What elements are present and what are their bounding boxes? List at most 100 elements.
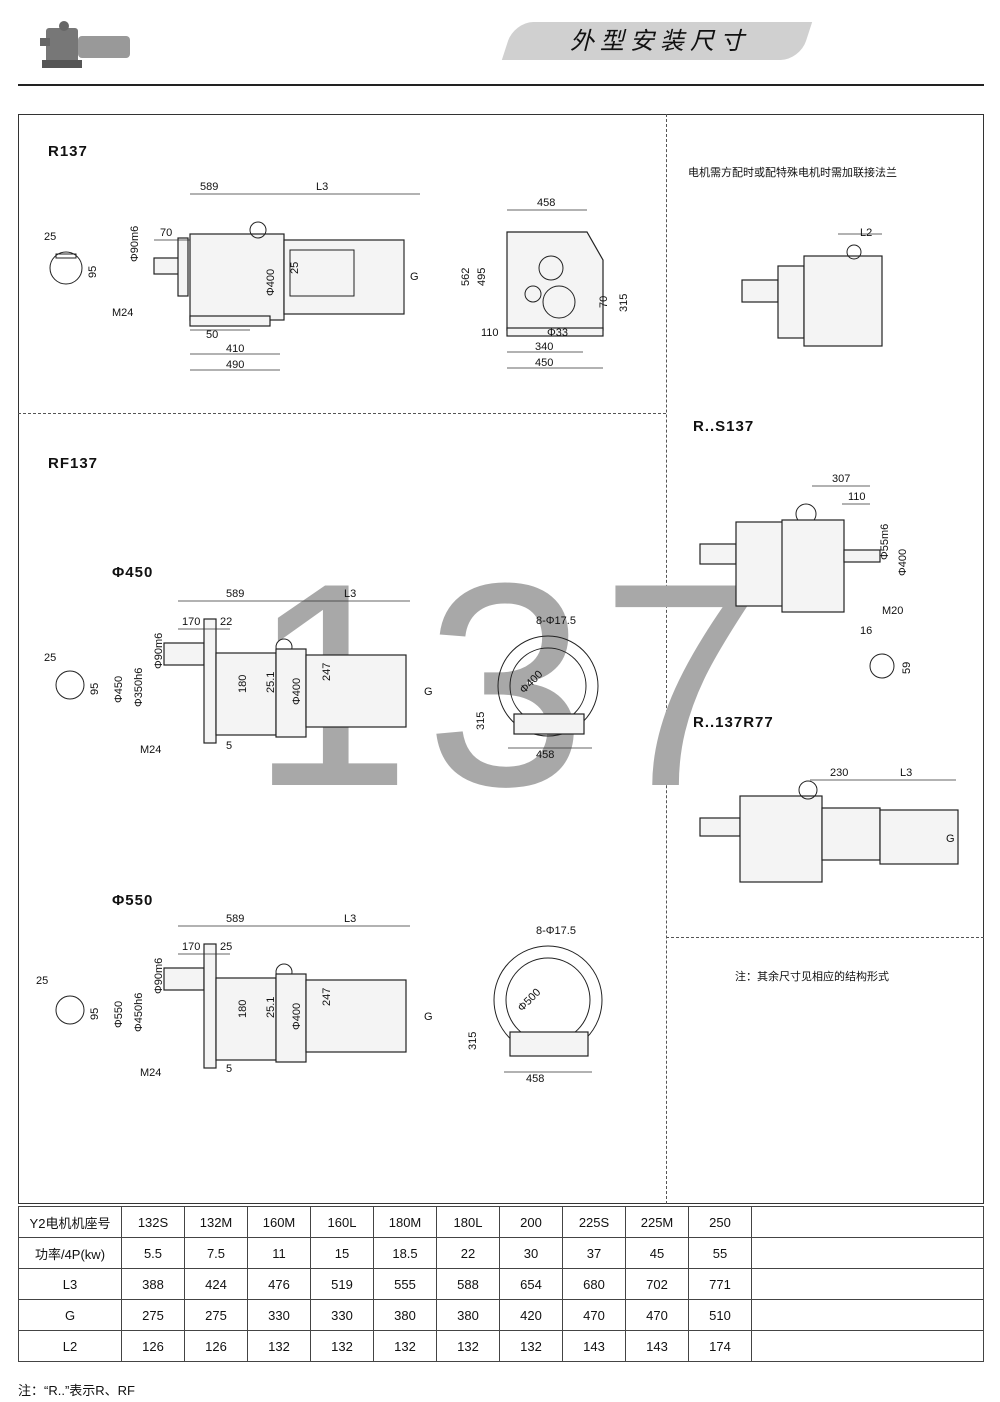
table-cell: 225S <box>562 1206 626 1238</box>
table-cell-blank <box>751 1237 984 1269</box>
dim-r137e-340: 340 <box>535 341 553 353</box>
dim-r137e-458: 458 <box>537 197 555 209</box>
drawing-r137-side: 589 L3 70 Φ90m6 25 Φ400 G M24 50 410 490… <box>44 181 420 371</box>
dim-r137e-562: 562 <box>460 268 472 286</box>
table-cell: 132 <box>310 1330 374 1362</box>
dim-r137e-315: 315 <box>618 294 630 312</box>
variant-title-550: Φ550 <box>112 892 154 909</box>
dim-rf450-pcd: Φ400 <box>518 668 546 696</box>
table-cell: 250 <box>688 1206 752 1238</box>
table-cell: 174 <box>688 1330 752 1362</box>
frame-divider-left-mid <box>18 413 666 414</box>
table-cell: 11 <box>247 1237 311 1269</box>
dim-rs137-16: 16 <box>860 625 872 637</box>
table-cell: 143 <box>625 1330 689 1362</box>
drawing-r137r77: 230 L3 G <box>699 767 959 883</box>
table-cell: 476 <box>247 1268 311 1300</box>
dim-rf450-phi350: Φ350h6 <box>133 668 145 707</box>
dim-rf450-key95: 95 <box>89 683 101 695</box>
row-header: G <box>18 1299 122 1331</box>
table-cell: 588 <box>436 1268 500 1300</box>
table-cell: 654 <box>499 1268 563 1300</box>
row-header: L3 <box>18 1268 122 1300</box>
table-cell: 15 <box>310 1237 374 1269</box>
drawing-flange-adapter: L2 <box>741 227 883 347</box>
dim-rs137-phi400: Φ400 <box>897 549 909 576</box>
table-cell: 160M <box>247 1206 311 1238</box>
table-cell: 275 <box>184 1299 248 1331</box>
section-title-rf137: RF137 <box>48 455 99 472</box>
dim-rf550-25-1: 25.1 <box>265 997 277 1018</box>
header-banner-title: 外型安装尺寸 <box>570 27 750 55</box>
table-cell: 126 <box>121 1330 185 1362</box>
dim-r137-phi400: Φ400 <box>265 269 277 296</box>
row-header: Y2电机机座号 <box>18 1206 122 1238</box>
dim-r137e-450: 450 <box>535 357 553 369</box>
table-cell: 160L <box>310 1206 374 1238</box>
table-cell: 420 <box>499 1299 563 1331</box>
dim-r137-589: 589 <box>200 181 218 193</box>
drawing-rf550-end: 8-Φ17.5 Φ500 315 458 <box>467 925 603 1085</box>
drawing-rf450-end: 8-Φ17.5 Φ400 315 458 <box>475 615 599 761</box>
dim-rf550-pcd: Φ500 <box>516 986 544 1014</box>
section-title-r137r77: R..137R77 <box>693 714 774 731</box>
note-motor-flange: 电机需方配时或配特殊电机时需加联接法兰 <box>688 167 897 179</box>
dim-rs137-59: 59 <box>901 662 913 674</box>
table-cell: 55 <box>688 1237 752 1269</box>
table-cell: 180L <box>436 1206 500 1238</box>
dim-rf450-247: 247 <box>321 663 333 681</box>
dim-rf550-holes: 8-Φ17.5 <box>536 925 576 937</box>
dim-rf550-M24: M24 <box>140 1067 161 1079</box>
dim-rs137-307: 307 <box>832 473 850 485</box>
dim-rf450-5: 5 <box>226 740 232 752</box>
dim-rf550-25: 25 <box>220 941 232 953</box>
table-cell: 45 <box>625 1237 689 1269</box>
dim-r137-phi90: Φ90m6 <box>129 226 141 262</box>
dim-r137e-110: 110 <box>481 327 499 339</box>
table-cell: 470 <box>625 1299 689 1331</box>
table-cell-blank <box>751 1206 984 1238</box>
dim-r137-G: G <box>410 271 419 283</box>
dim-rs137-110: 110 <box>848 491 866 503</box>
dim-rf550-phi550: Φ550 <box>113 1001 125 1028</box>
table-cell: 275 <box>121 1299 185 1331</box>
dim-rf450-170: 170 <box>182 616 200 628</box>
dim-r137-410: 410 <box>226 343 244 355</box>
dim-rf550-phi450: Φ450h6 <box>133 993 145 1032</box>
section-title-rs137: R..S137 <box>693 418 755 435</box>
dim-rf450-G: G <box>424 686 433 698</box>
dim-rf450-589: 589 <box>226 588 244 600</box>
table-cell: 30 <box>499 1237 563 1269</box>
table-cell: 330 <box>310 1299 374 1331</box>
table-cell: 330 <box>247 1299 311 1331</box>
table-cell: 200 <box>499 1206 563 1238</box>
dim-rf550-180: 180 <box>237 1000 249 1018</box>
dim-rs137-M20: M20 <box>882 605 903 617</box>
table-cell: 424 <box>184 1268 248 1300</box>
dim-rf550-key95: 95 <box>89 1008 101 1020</box>
dim-rf450-180: 180 <box>237 675 249 693</box>
drawing-rs137: 307 110 Φ55m6 Φ400 M20 16 59 <box>699 473 913 679</box>
dim-rs137-phi55: Φ55m6 <box>879 524 891 560</box>
dim-rf450-holes: 8-Φ17.5 <box>536 615 576 627</box>
table-cell: 126 <box>184 1330 248 1362</box>
dim-rf450-L3: L3 <box>344 588 356 600</box>
dim-r137-key25: 25 <box>44 231 56 243</box>
table-cell: 680 <box>562 1268 626 1300</box>
table-cell: 132 <box>247 1330 311 1362</box>
row-header: 功率/4P(kw) <box>18 1237 122 1269</box>
table-cell-blank <box>751 1268 984 1300</box>
table-cell: 132 <box>373 1330 437 1362</box>
dim-r137e-70: 70 <box>598 296 610 308</box>
table-cell: 132S <box>121 1206 185 1238</box>
drawing-rf550-side: 589 L3 170 25 Φ550 Φ450h6 Φ90m6 180 25.1… <box>36 913 433 1079</box>
dim-r137-490: 490 <box>226 359 244 371</box>
dim-rf450-22: 22 <box>220 616 232 628</box>
table-cell: 7.5 <box>184 1237 248 1269</box>
dim-rf550-G: G <box>424 1011 433 1023</box>
table-cell: 22 <box>436 1237 500 1269</box>
